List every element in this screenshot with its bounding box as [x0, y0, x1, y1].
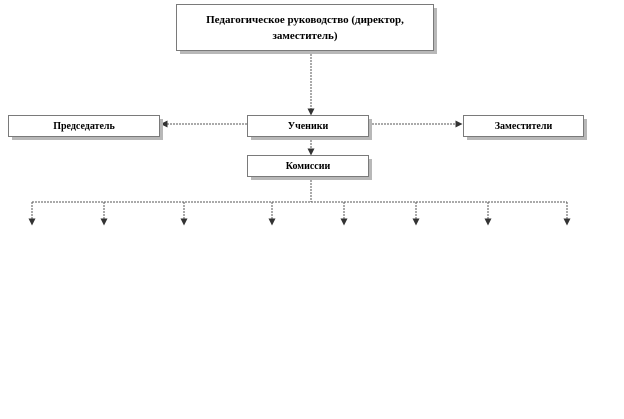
deputies-label: Заместители: [494, 120, 553, 132]
chairman-box: Председатель: [8, 115, 163, 140]
students-box: Ученики: [247, 115, 372, 140]
pedagogical-leadership-label: Педагогическое руководство (директор, за…: [206, 13, 404, 42]
students-label: Ученики: [287, 120, 329, 132]
deputies-box: Заместители: [463, 115, 587, 140]
pedagogical-leadership-box: Педагогическое руководство (директор, за…: [176, 4, 437, 54]
commissions-label: Комиссии: [285, 160, 331, 172]
commissions-box: Комиссии: [247, 155, 372, 180]
chairman-label: Председатель: [53, 120, 115, 132]
